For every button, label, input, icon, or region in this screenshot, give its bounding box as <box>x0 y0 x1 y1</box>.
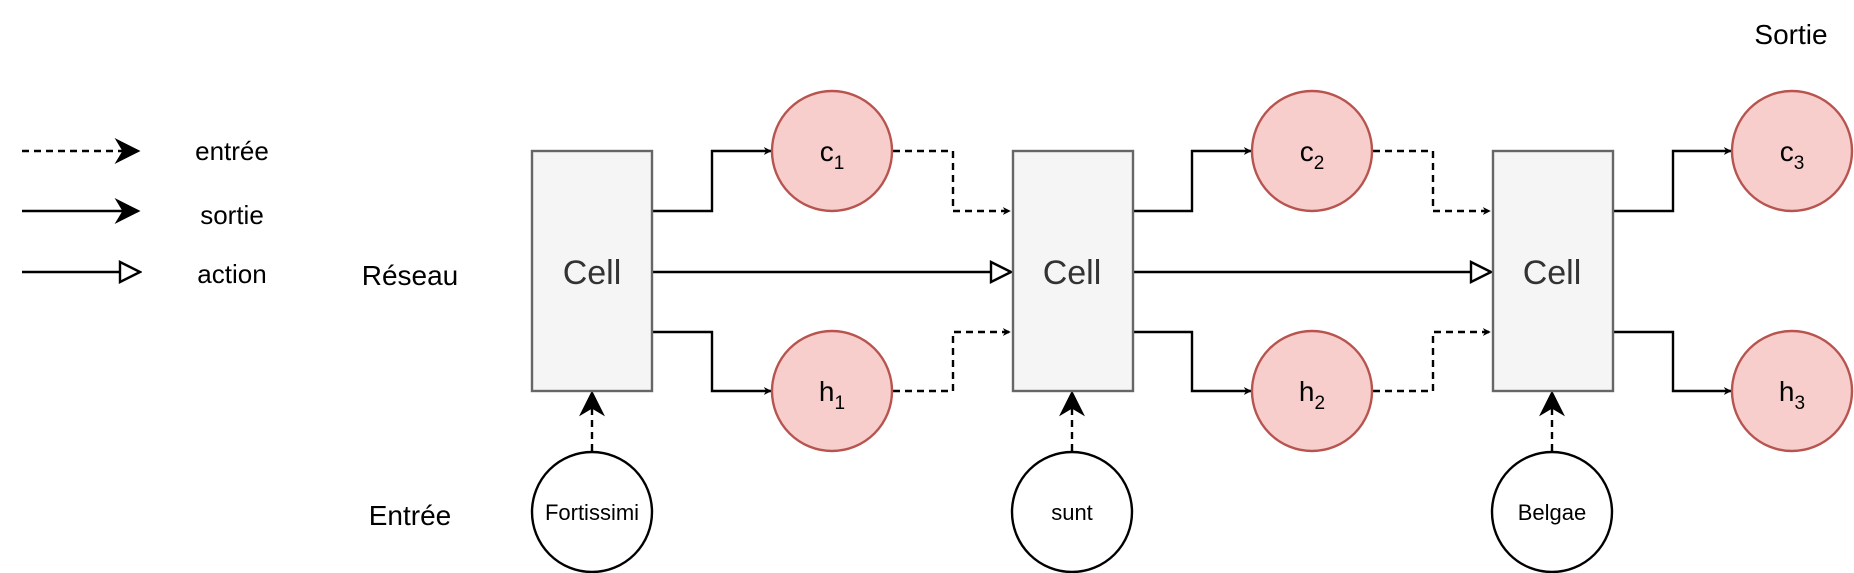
cell-2-box <box>1011 149 1135 393</box>
h1-to-cell-2-arrow <box>893 328 1011 393</box>
c2-to-cell-3-arrow <box>1373 149 1491 215</box>
cell-states: c1 c2 c3 <box>770 89 1854 213</box>
input-words: Fortissimi sunt Belgae <box>530 450 1614 573</box>
h2-node <box>1250 329 1374 453</box>
cell-2-label: Cell <box>1043 254 1102 292</box>
input-1-label: Fortissimi <box>545 500 639 525</box>
cell-1-to-h1-arrow <box>652 330 772 395</box>
c2-label: c2 <box>1300 136 1325 174</box>
row-label-output: Sortie <box>1754 19 1827 50</box>
c3-node <box>1730 89 1854 213</box>
cells: Cell Cell Cell <box>530 149 1615 393</box>
row-label-input: Entrée <box>369 500 452 531</box>
c1-node <box>770 89 894 213</box>
cell-3-to-c3-arrow <box>1613 147 1732 213</box>
c2-node <box>1250 89 1374 213</box>
h1-label: h1 <box>819 376 845 414</box>
h2-to-cell-3-arrow <box>1373 328 1491 393</box>
cell-3-box <box>1491 149 1615 393</box>
input-1-node <box>530 450 654 573</box>
h3-label: h3 <box>1779 376 1805 414</box>
h2-label: h2 <box>1299 376 1325 414</box>
cell-2-to-h2-arrow <box>1133 330 1252 395</box>
connectors <box>579 147 1732 451</box>
legend-output-label: sortie <box>200 200 264 230</box>
cell-2-to-c2-arrow <box>1133 147 1252 213</box>
h3-node <box>1730 329 1854 453</box>
legend-input-label: entrée <box>195 136 269 166</box>
c1-to-cell-2-arrow <box>893 149 1011 215</box>
input-3-label: Belgae <box>1518 500 1587 525</box>
h1-node <box>770 329 894 453</box>
input-2-label: sunt <box>1051 500 1093 525</box>
legend: entrée sortie action <box>22 136 269 289</box>
c3-label: c3 <box>1780 136 1805 174</box>
cell-1-label: Cell <box>563 254 622 292</box>
row-label-network: Réseau <box>362 260 459 291</box>
legend-action-label: action <box>197 259 266 289</box>
cell-3-label: Cell <box>1523 254 1582 292</box>
c1-label: c1 <box>820 136 845 174</box>
cell-1-box <box>530 149 654 393</box>
cell-3-to-h3-arrow <box>1613 330 1732 395</box>
input-3-node <box>1490 450 1614 573</box>
cell-1-to-c1-arrow <box>652 147 772 213</box>
input-2-node <box>1010 450 1134 573</box>
hidden-states: h1 h2 h3 <box>770 329 1854 453</box>
